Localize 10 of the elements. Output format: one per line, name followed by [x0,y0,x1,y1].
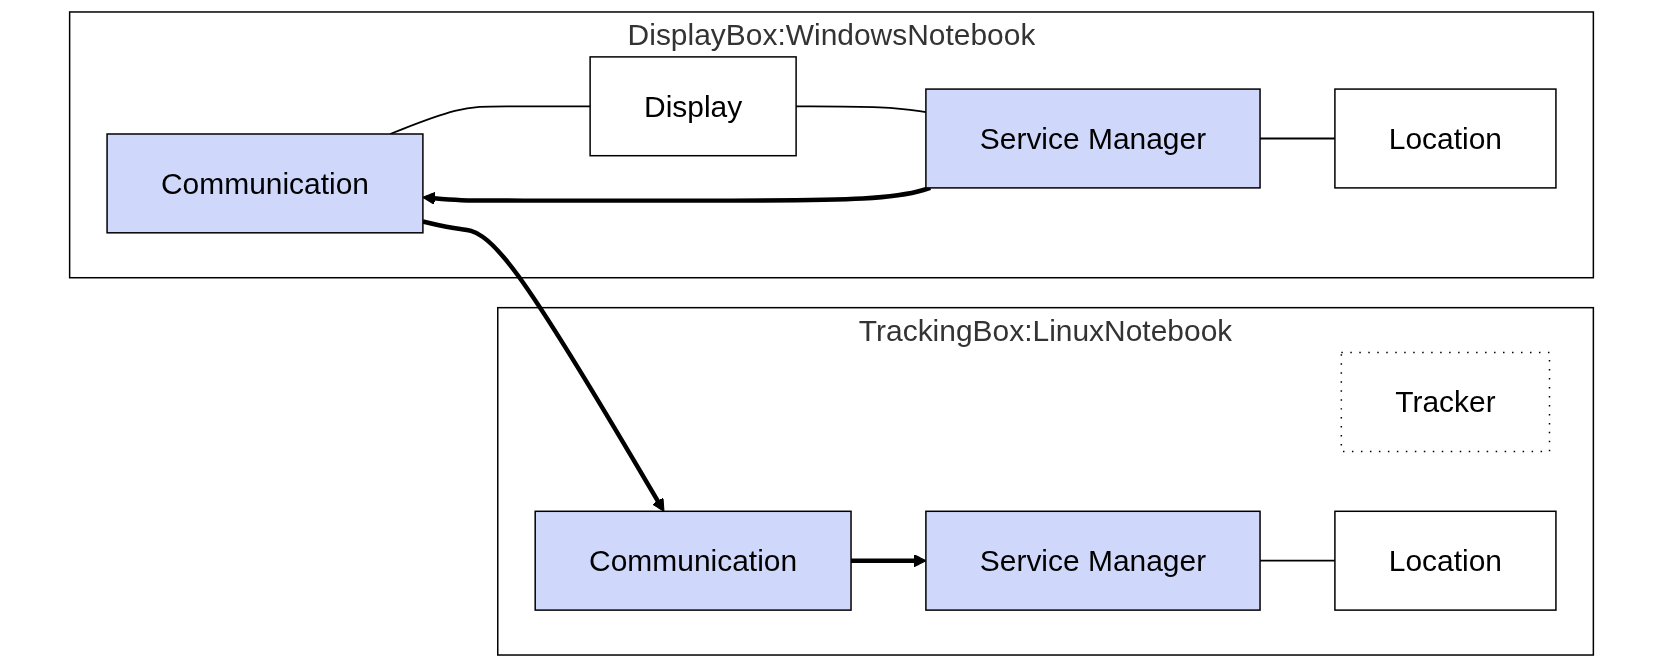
arrow [422,219,665,512]
node-box: Communication [106,133,424,234]
node-box: Communication [534,510,852,611]
node-box: Location [1334,510,1557,611]
arrow [422,185,931,205]
node-box: Display [589,56,797,157]
node-box: Service Manager [925,88,1261,189]
node-box: Service Manager [925,510,1261,611]
node-box: Location [1334,88,1557,189]
connector [389,105,591,135]
